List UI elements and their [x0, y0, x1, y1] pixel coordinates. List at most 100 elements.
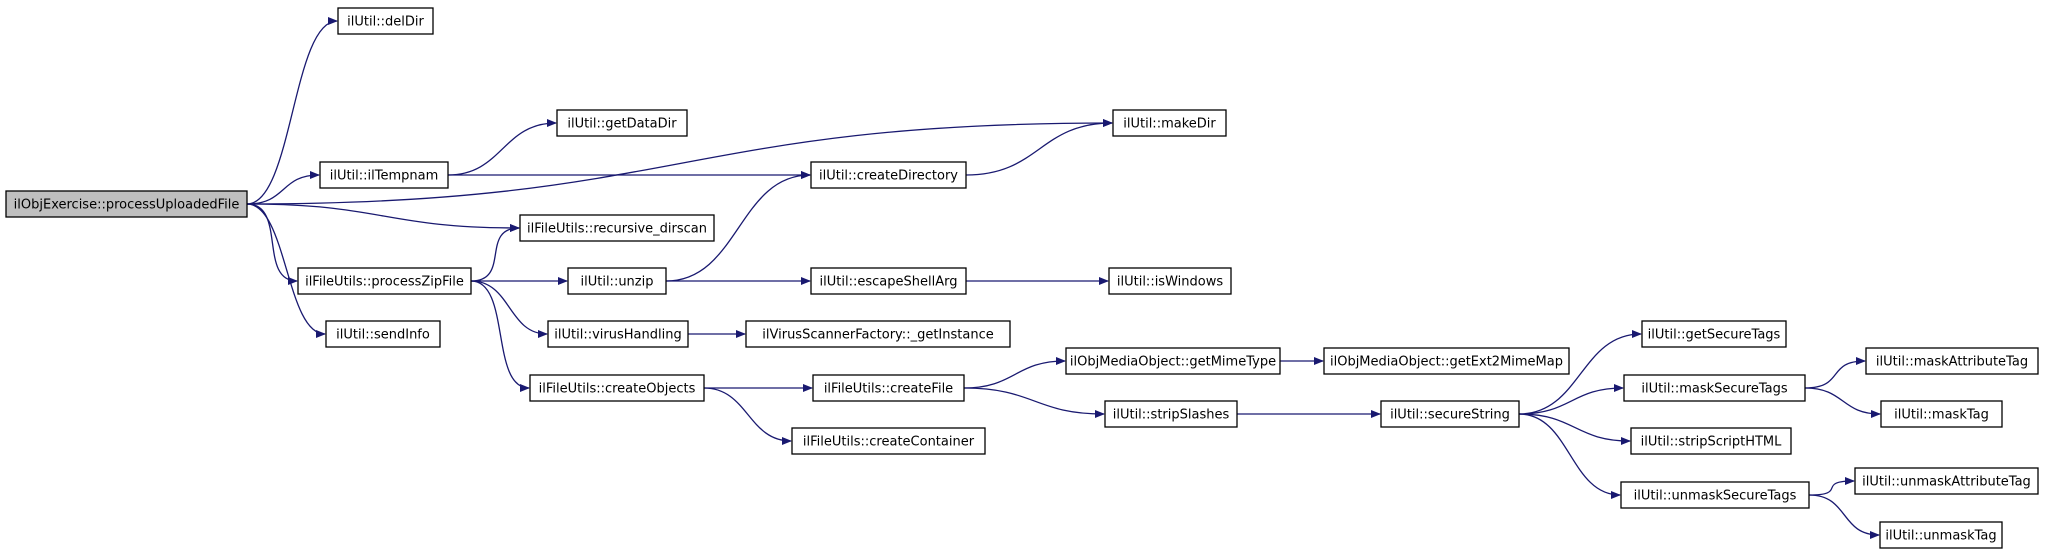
- edge-unmaskSecureTags-to-unmaskAttributeTag: [1808, 477, 1855, 496]
- node-label-getExt2MimeMap: ilObjMediaObject::getExt2MimeMap: [1330, 355, 1563, 370]
- node-box-unmaskSecureTags: [1620, 481, 1810, 509]
- node-label-root: ilObjExercise::processUploadedFile: [14, 198, 240, 213]
- node-delDir[interactable]: ilUtil::delDir: [337, 7, 434, 35]
- node-box-escapeShellArg: [810, 267, 967, 295]
- node-box-createObjects: [529, 374, 705, 402]
- node-createContainer[interactable]: ilFileUtils::createContainer: [791, 427, 986, 455]
- node-isWindows[interactable]: ilUtil::isWindows: [1108, 267, 1232, 295]
- edge-maskSecureTags-to-maskAttributeTag: [1804, 357, 1866, 389]
- node-label-stripSlashes: ilUtil::stripSlashes: [1113, 408, 1230, 423]
- node-getInstance[interactable]: ilVirusScannerFactory::_getInstance: [745, 320, 1011, 348]
- node-box-unmaskTag: [1879, 521, 2003, 549]
- node-label-createContainer: ilFileUtils::createContainer: [803, 435, 975, 450]
- node-box-createContainer: [791, 427, 986, 455]
- node-getSecureTags[interactable]: ilUtil::getSecureTags: [1641, 320, 1787, 348]
- node-label-sendInfo: ilUtil::sendInfo: [336, 328, 430, 343]
- node-box-unmaskAttributeTag: [1854, 467, 2039, 495]
- node-createObjects[interactable]: ilFileUtils::createObjects: [529, 374, 705, 402]
- node-virusHandling[interactable]: ilUtil::virusHandling: [547, 320, 689, 348]
- node-createFile[interactable]: ilFileUtils::createFile: [812, 374, 965, 402]
- edge-createDirectory-to-makeDir: [965, 119, 1113, 176]
- node-getDataDir[interactable]: ilUtil::getDataDir: [556, 109, 688, 137]
- node-label-getInstance: ilVirusScannerFactory::_getInstance: [762, 328, 993, 343]
- edge-createFile-to-getMimeType: [963, 357, 1066, 389]
- edge-root-to-ilTempnam: [246, 171, 320, 205]
- edge-maskSecureTags-to-maskTag: [1804, 387, 1881, 418]
- edge-root-to-processZipFile: [246, 203, 298, 285]
- node-label-unmaskTag: ilUtil::unmaskTag: [1885, 529, 1996, 544]
- node-createDirectory[interactable]: ilUtil::createDirectory: [810, 161, 967, 189]
- node-label-createDirectory: ilUtil::createDirectory: [819, 169, 958, 184]
- node-box-getDataDir: [556, 109, 688, 137]
- node-box-createFile: [812, 374, 965, 402]
- node-escapeShellArg[interactable]: ilUtil::escapeShellArg: [810, 267, 967, 295]
- node-box-maskSecureTags: [1623, 374, 1806, 402]
- edge-root-to-recursive_dirscan: [246, 203, 520, 232]
- node-label-getSecureTags: ilUtil::getSecureTags: [1648, 328, 1781, 343]
- edge-createFile-to-stripSlashes: [963, 387, 1105, 418]
- node-box-stripScriptHTML: [1630, 427, 1792, 455]
- node-getExt2MimeMap[interactable]: ilObjMediaObject::getExt2MimeMap: [1323, 347, 1570, 375]
- node-label-escapeShellArg: ilUtil::escapeShellArg: [820, 275, 958, 290]
- node-root[interactable]: ilObjExercise::processUploadedFile: [5, 190, 248, 218]
- node-maskTag[interactable]: ilUtil::maskTag: [1880, 400, 2003, 428]
- node-label-createFile: ilFileUtils::createFile: [824, 382, 953, 397]
- node-unmaskTag[interactable]: ilUtil::unmaskTag: [1879, 521, 2003, 549]
- node-label-secureString: ilUtil::secureString: [1390, 408, 1510, 423]
- edge-processZipFile-to-createObjects: [470, 280, 530, 392]
- node-makeDir[interactable]: ilUtil::makeDir: [1112, 109, 1227, 137]
- node-recursive_dirscan[interactable]: ilFileUtils::recursive_dirscan: [519, 214, 715, 242]
- node-box-getExt2MimeMap: [1323, 347, 1570, 375]
- node-label-recursive_dirscan: ilFileUtils::recursive_dirscan: [527, 222, 707, 237]
- node-box-maskTag: [1880, 400, 2003, 428]
- node-box-processZipFile: [297, 267, 472, 295]
- edge-createObjects-to-createContainer: [703, 387, 792, 445]
- edge-secureString-to-maskSecureTags: [1518, 384, 1624, 415]
- edge-ilTempnam-to-getDataDir: [447, 119, 557, 176]
- node-label-processZipFile: ilFileUtils::processZipFile: [305, 275, 464, 290]
- node-label-virusHandling: ilUtil::virusHandling: [554, 328, 681, 343]
- node-maskSecureTags[interactable]: ilUtil::maskSecureTags: [1623, 374, 1806, 402]
- node-unmaskSecureTags[interactable]: ilUtil::unmaskSecureTags: [1620, 481, 1810, 509]
- edge-root-to-sendInfo: [246, 203, 326, 338]
- node-box-unzip: [567, 267, 667, 295]
- node-label-maskAttributeTag: ilUtil::maskAttributeTag: [1876, 355, 2028, 370]
- node-secureString[interactable]: ilUtil::secureString: [1380, 400, 1520, 428]
- edge-root-to-delDir: [246, 17, 338, 205]
- node-box-getInstance: [745, 320, 1011, 348]
- node-stripSlashes[interactable]: ilUtil::stripSlashes: [1104, 400, 1238, 428]
- node-sendInfo[interactable]: ilUtil::sendInfo: [325, 320, 441, 348]
- node-box-maskAttributeTag: [1865, 347, 2039, 375]
- edge-root-to-makeDir: [246, 119, 1113, 205]
- node-label-createObjects: ilFileUtils::createObjects: [539, 382, 696, 397]
- node-ilTempnam[interactable]: ilUtil::ilTempnam: [319, 161, 449, 189]
- node-box-getMimeType: [1065, 347, 1281, 375]
- node-stripScriptHTML[interactable]: ilUtil::stripScriptHTML: [1630, 427, 1792, 455]
- node-unzip[interactable]: ilUtil::unzip: [567, 267, 667, 295]
- edge-secureString-to-unmaskSecureTags: [1518, 413, 1621, 499]
- node-box-ilTempnam: [319, 161, 449, 189]
- edge-unzip-to-createDirectory: [665, 171, 811, 282]
- node-label-unzip: ilUtil::unzip: [581, 275, 654, 290]
- edge-secureString-to-stripScriptHTML: [1518, 413, 1631, 445]
- node-getMimeType[interactable]: ilObjMediaObject::getMimeType: [1065, 347, 1281, 375]
- node-label-makeDir: ilUtil::makeDir: [1123, 117, 1216, 132]
- node-label-getDataDir: ilUtil::getDataDir: [567, 117, 677, 132]
- edge-secureString-to-getSecureTags: [1518, 330, 1642, 415]
- node-box-root: [5, 190, 248, 218]
- node-box-secureString: [1380, 400, 1520, 428]
- node-label-unmaskAttributeTag: ilUtil::unmaskAttributeTag: [1862, 475, 2031, 490]
- node-box-isWindows: [1108, 267, 1232, 295]
- node-box-makeDir: [1112, 109, 1227, 137]
- node-label-unmaskSecureTags: ilUtil::unmaskSecureTags: [1634, 489, 1797, 504]
- edge-processZipFile-to-virusHandling: [470, 280, 548, 338]
- edge-unmaskSecureTags-to-unmaskTag: [1808, 494, 1880, 539]
- node-label-maskSecureTags: ilUtil::maskSecureTags: [1641, 382, 1787, 397]
- node-unmaskAttributeTag[interactable]: ilUtil::unmaskAttributeTag: [1854, 467, 2039, 495]
- node-processZipFile[interactable]: ilFileUtils::processZipFile: [297, 267, 472, 295]
- edge-processZipFile-to-recursive_dirscan: [470, 224, 520, 282]
- node-label-isWindows: ilUtil::isWindows: [1117, 275, 1223, 290]
- node-box-recursive_dirscan: [519, 214, 715, 242]
- node-label-stripScriptHTML: ilUtil::stripScriptHTML: [1641, 435, 1783, 450]
- node-maskAttributeTag[interactable]: ilUtil::maskAttributeTag: [1865, 347, 2039, 375]
